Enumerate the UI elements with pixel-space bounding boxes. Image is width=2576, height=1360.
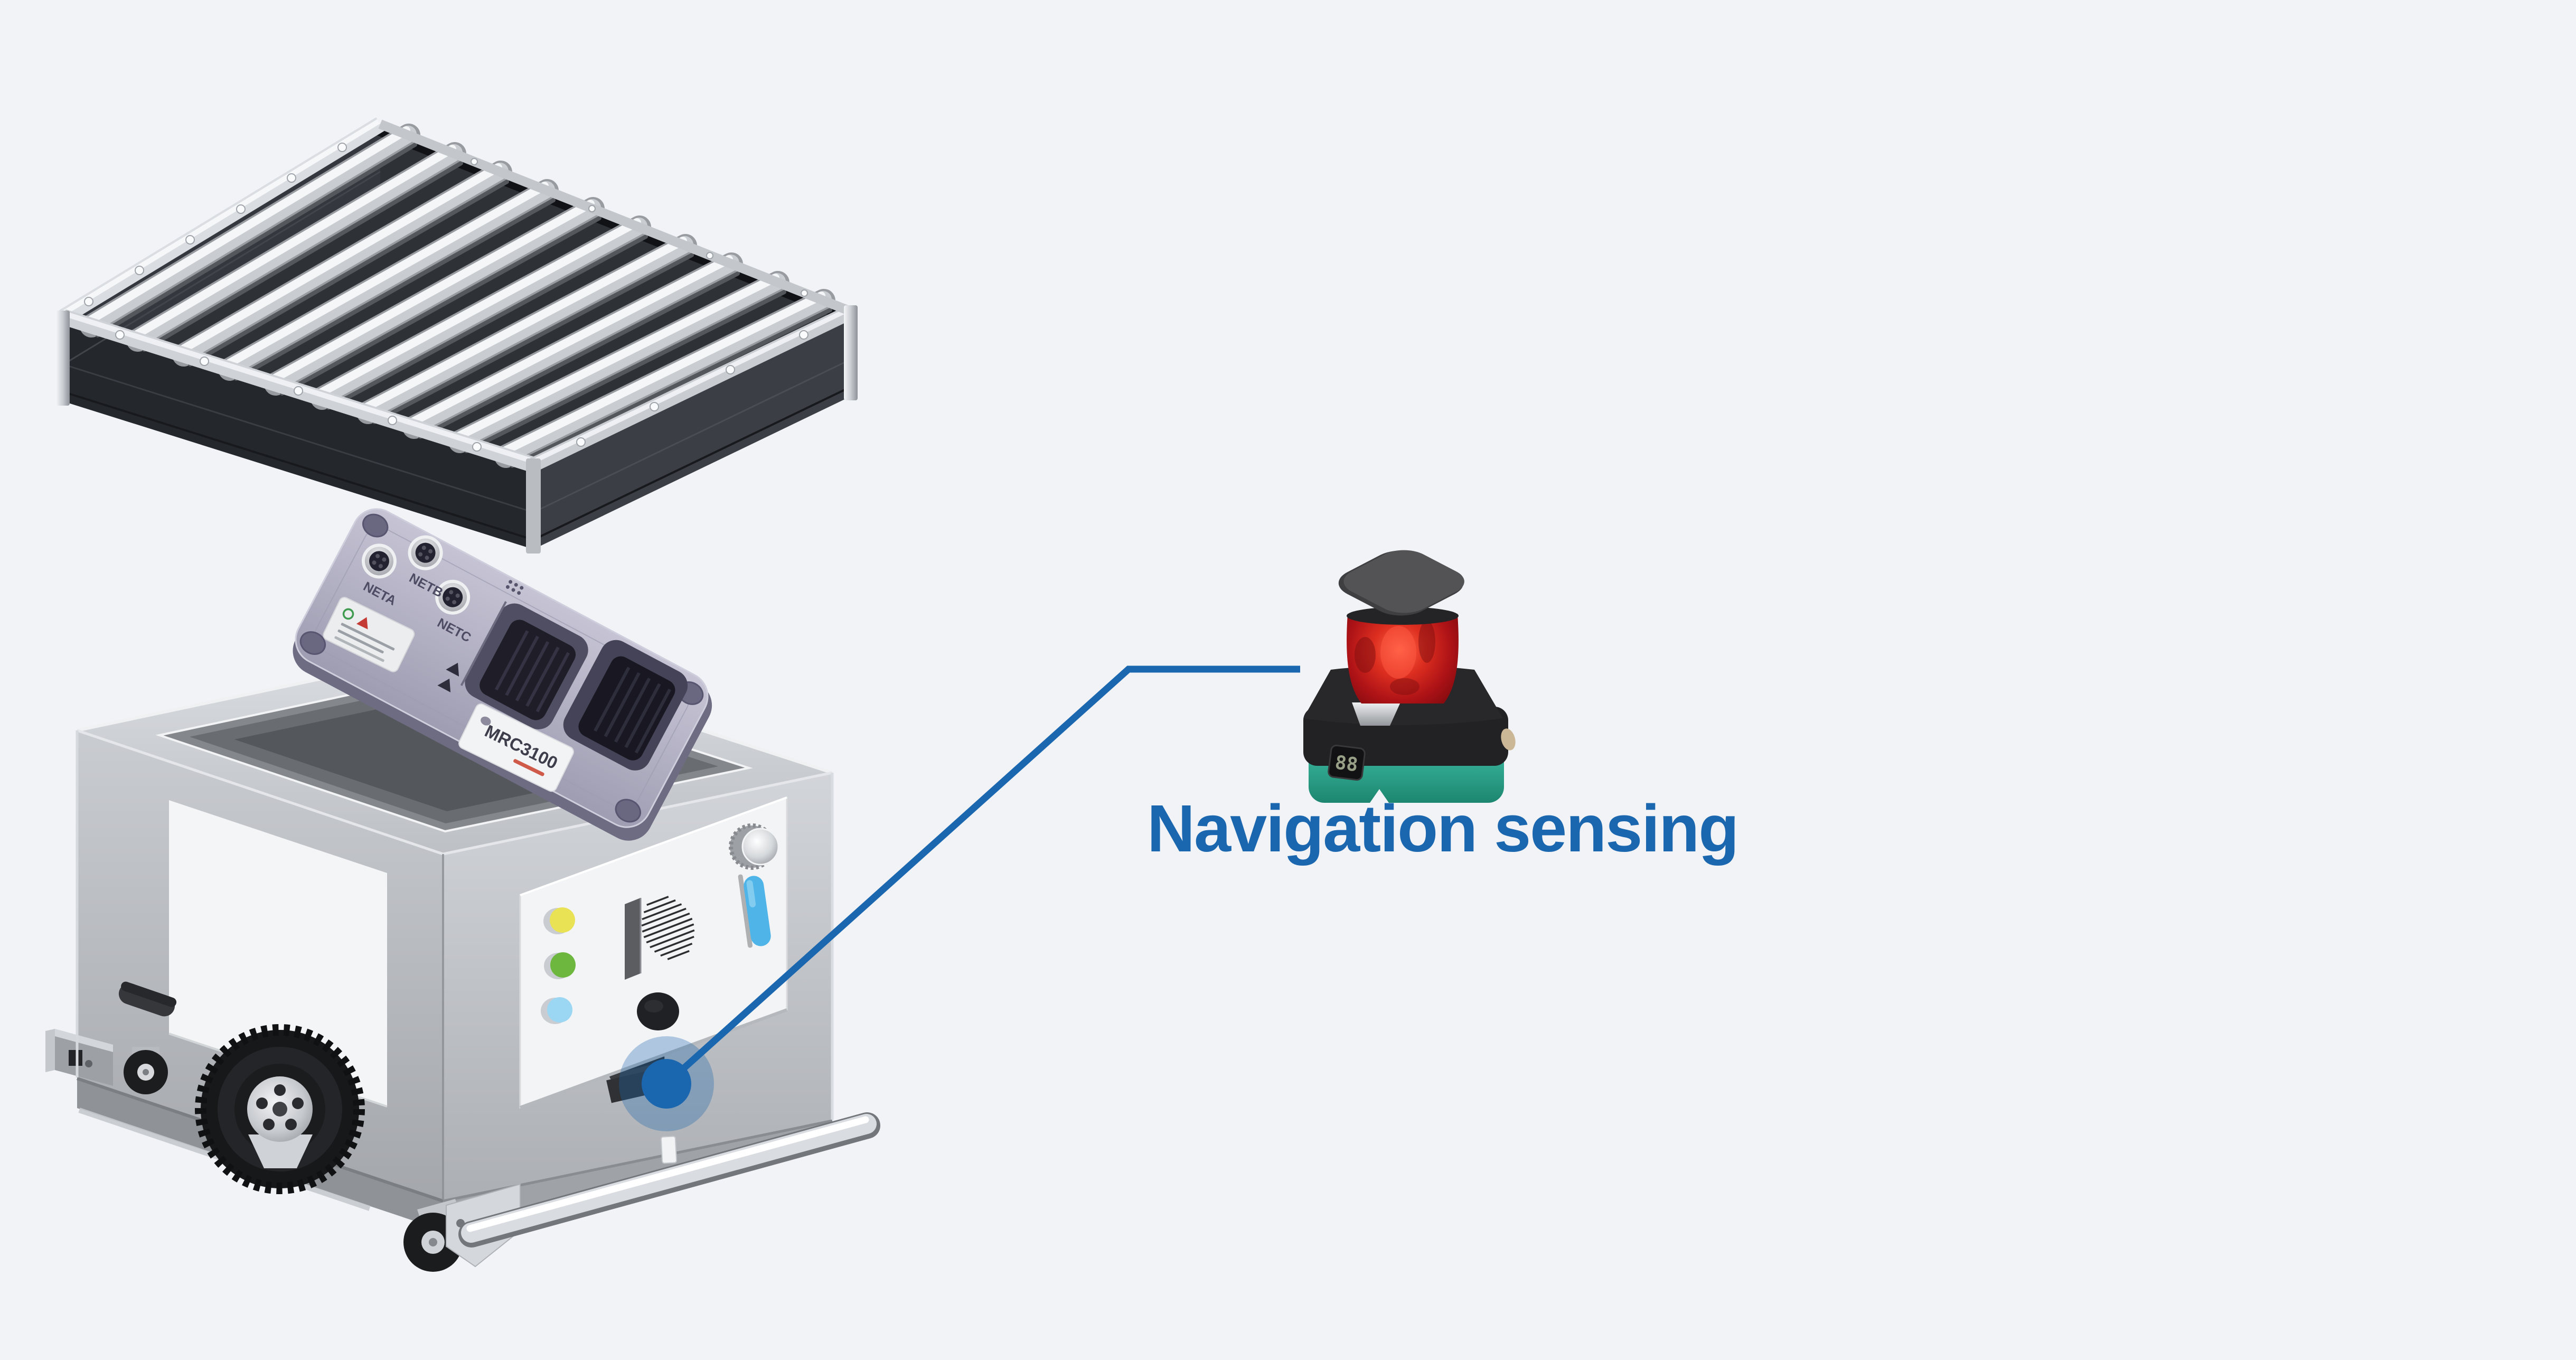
navigation-sensing-label: Navigation sensing [1147,791,1738,866]
m12-connector-port [435,579,471,615]
bumper-rail [458,1112,880,1248]
callout [619,665,1300,1131]
roller [126,142,466,352]
brand-logo-mark [481,716,491,726]
recycle-icon [342,608,354,620]
rail-rivets [84,143,808,452]
rear-bumper-step [45,1029,113,1086]
side-panel-sticker [169,800,387,1106]
module-mounting-holes [299,513,704,823]
indicator-light-yellow [550,907,575,933]
lidar-side-connector [1501,728,1516,751]
chassis-skirt-right [443,1120,832,1227]
m12-connector-port [361,543,397,579]
conveyor-rails [56,117,858,554]
roller-conveyor-module [56,117,858,554]
lidar-cap [1338,550,1464,616]
rail-corner-post [526,458,541,554]
control-panel [519,796,788,1109]
info-sticker [323,597,415,672]
harness-connector [563,640,688,771]
vent-dots [505,580,524,595]
handle-slot-left [118,981,177,1017]
lidar-display: 88 [1328,744,1366,781]
roller [264,197,605,396]
conveyor-front-left-wall [63,317,533,549]
lidar-sensor: 88 [1303,550,1516,803]
conveyor-front-right-wall [533,312,851,549]
control-knob [729,823,779,870]
lidar-display-digits: 88 [1334,752,1359,776]
harness-connector [460,601,588,729]
roller [172,161,512,367]
warning-triangle-icon [356,617,368,630]
speaker-slot [625,898,641,980]
conveyor-rollers [80,124,835,468]
m12-connector-port [408,535,443,570]
roller [494,289,835,468]
rail-corner-post [56,311,70,406]
rail-corner-post [844,305,858,400]
roller [448,271,789,453]
roller [356,234,697,424]
callout-line [664,665,1300,1086]
roller [80,124,420,337]
wheel-bracket [248,1134,313,1168]
speaker-grille [641,896,695,960]
model-label: MRC3100 [458,703,575,792]
indicator-light-blue [547,997,572,1023]
charging-notch [606,1071,653,1103]
callout-dot [642,1059,691,1109]
roller [311,215,651,410]
controller-module: NETA NETB NETC [293,508,712,841]
roller [218,179,559,381]
drive-wheel [195,1024,365,1194]
indicator-light-green [550,952,576,978]
front-tag [660,1136,678,1164]
roller [402,252,743,439]
blue-handle-pill [738,874,771,948]
lidar-front-chamfer [1352,702,1400,726]
caster-wheel-rear [124,1047,168,1094]
wheel-lugs [256,1084,304,1130]
